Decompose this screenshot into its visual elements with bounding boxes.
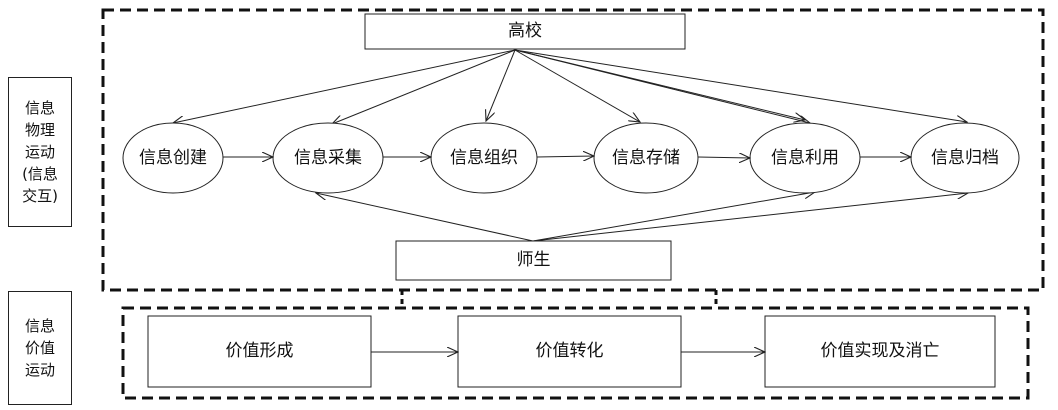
top-to-stage-2-arrow [332, 49, 516, 124]
top-actor-label: 高校 [508, 21, 542, 41]
bottom-actor-box [395, 240, 672, 281]
top-to-stage-4-arrow [514, 49, 640, 122]
stage-2-label: 信息采集 [294, 147, 362, 168]
bottom-actor-label: 师生 [516, 250, 551, 270]
value-stage-1-box [147, 315, 372, 388]
value-label-line-2: 价值 [24, 339, 55, 357]
bottom-to-stage-2-arrow [316, 193, 534, 242]
physical-motion-frame [101, 8, 1045, 292]
value-stage-2-box [457, 315, 682, 388]
top-actor-box [364, 13, 686, 50]
value-stage-1-label: 价值形成 [225, 341, 294, 361]
physical-label-line-4: (信息 [22, 165, 58, 183]
stage-4-label: 信息存储 [612, 147, 680, 168]
stage-4-to-5-arrow [697, 157, 750, 158]
value-stage-2-label: 价值转化 [535, 341, 604, 361]
stage-5-label: 信息利用 [771, 147, 839, 168]
value-label-line-1: 信息 [24, 317, 55, 335]
stage-6-label: 信息归档 [931, 147, 999, 168]
value-motion-frame [121, 306, 1030, 400]
top-to-stage-6-arrow [514, 49, 967, 122]
physical-label-line-1: 信息 [24, 99, 55, 117]
stage-1-label: 信息创建 [139, 147, 207, 168]
physical-label-line-3: 运动 [24, 143, 55, 161]
top-to-stage-1-arrow [173, 49, 516, 123]
physical-motion-label-box: 信息 物理 运动 (信息 交互) [8, 77, 72, 227]
stage-3-label: 信息组织 [450, 147, 518, 168]
stage-1-ellipse [122, 122, 224, 194]
value-motion-label-box: 信息 价值 运动 [8, 291, 72, 405]
bottom-to-stage-5-arrow [532, 192, 815, 242]
value-stage-3-label: 价值实现及消亡 [820, 341, 940, 361]
bottom-to-stage-6-arrow [532, 193, 968, 242]
physical-label-line-5: 交互) [22, 187, 58, 205]
physical-label-line-2: 物理 [24, 121, 55, 139]
value-label-line-3: 运动 [24, 361, 55, 379]
top-to-stage-5-arrow-b [514, 49, 805, 120]
top-to-stage-3-arrow [486, 49, 516, 121]
stage-3-to-4-arrow [536, 156, 594, 157]
value-stage-3-box [764, 315, 996, 388]
